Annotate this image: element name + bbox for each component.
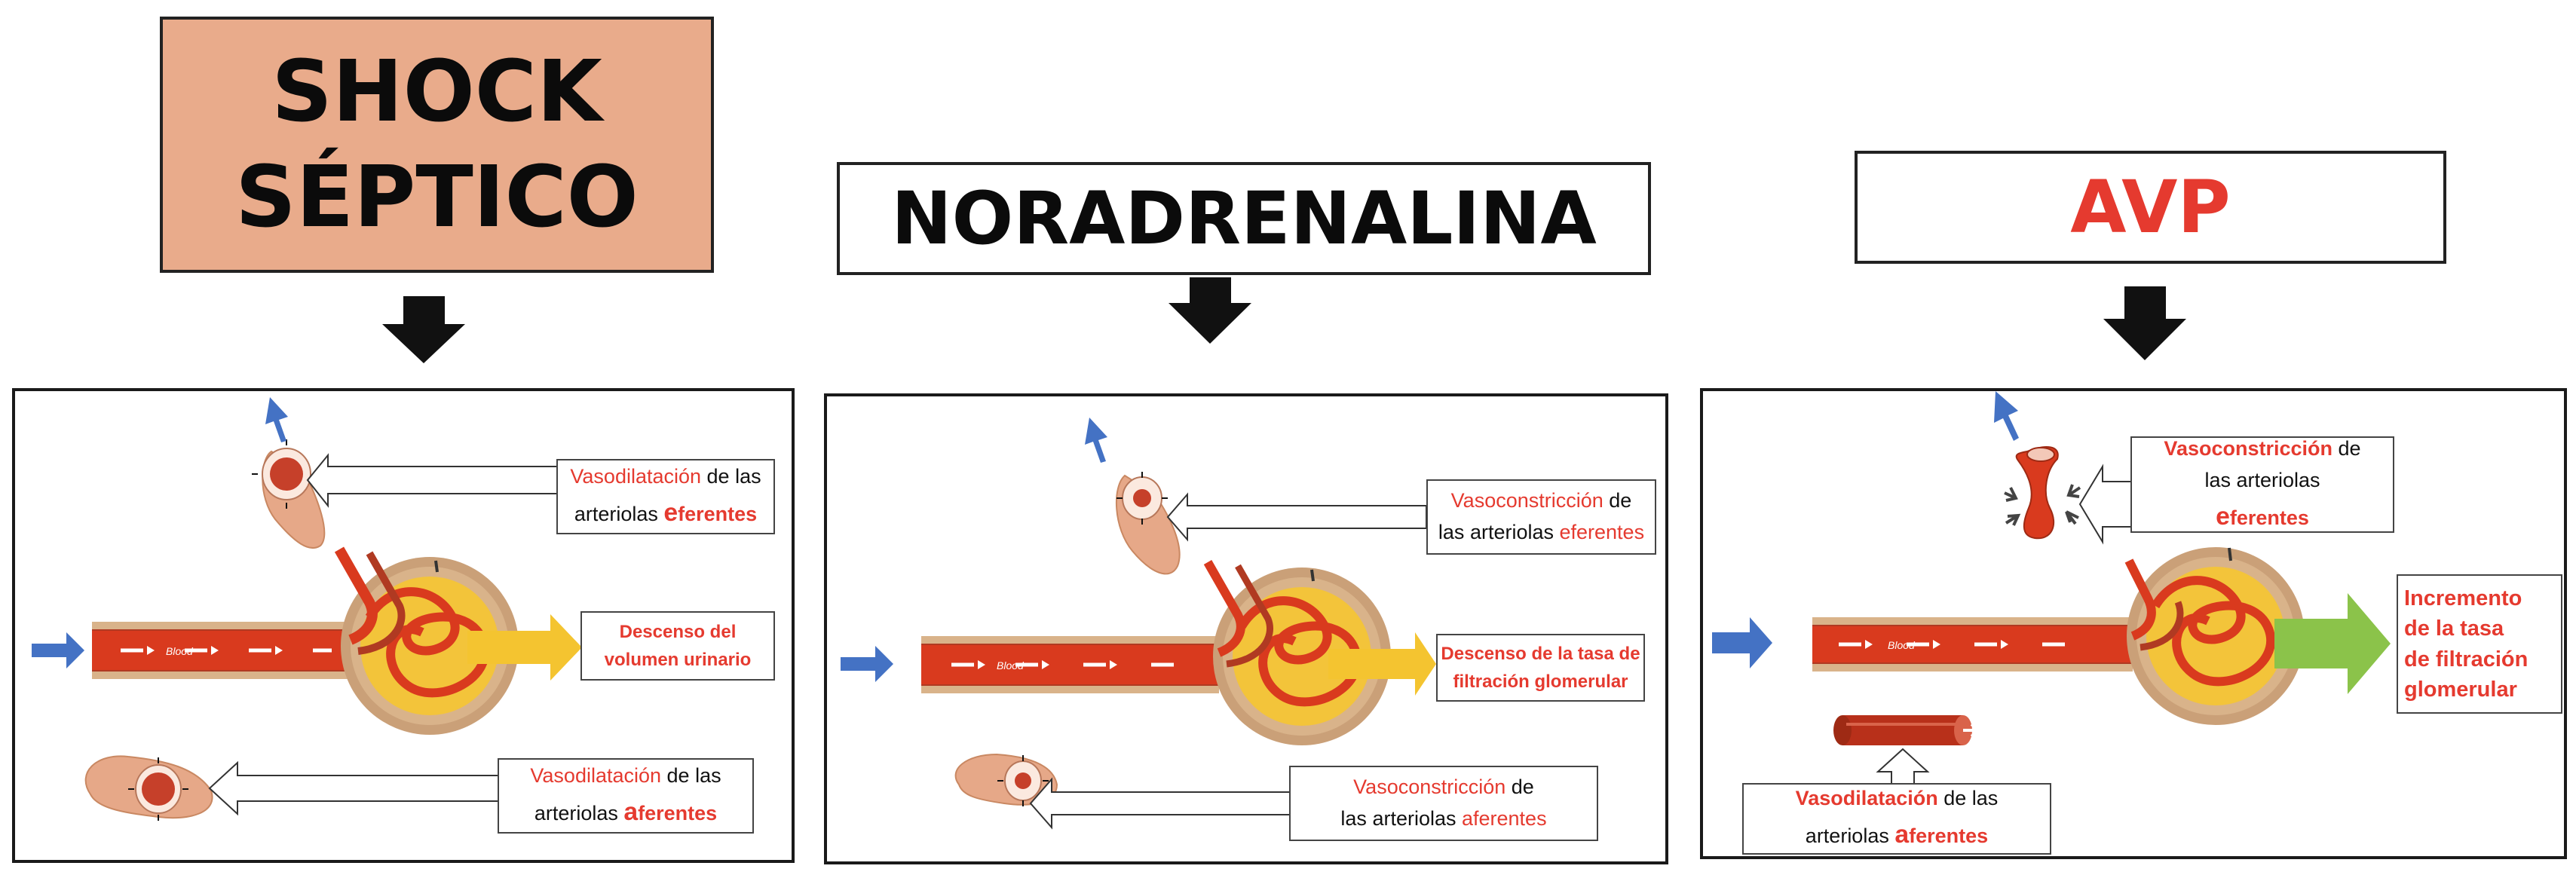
kidney-diagram: Blood — [1712, 391, 2391, 799]
kidney-diagram: Blood — [32, 397, 582, 821]
output-arrow-icon — [2274, 593, 2391, 694]
title-line-1: SHOCK — [271, 43, 602, 141]
efferent-arteriole-icon — [1115, 472, 1181, 575]
panel-shock-septico: Blood Vasodilatación de las — [12, 388, 795, 863]
efferent-arteriole-icon — [252, 439, 326, 549]
up-arrow-icon — [1994, 391, 2019, 441]
title-avp: AVP — [1855, 151, 2446, 264]
output-arrow-icon — [467, 614, 582, 681]
blood-flow-arrow-icon — [32, 632, 84, 668]
svg-text:Blood: Blood — [1888, 639, 1916, 651]
afferent-arteriole-icon — [84, 755, 213, 821]
up-arrow-icon — [265, 397, 288, 442]
down-arrow-icon — [2103, 286, 2186, 360]
svg-text:Blood: Blood — [166, 645, 194, 657]
title-noradrenalina: NORADRENALINA — [837, 162, 1651, 275]
panel-avp: Blood Vasoconstricción de — [1700, 388, 2567, 859]
output-arrow-icon — [1328, 632, 1436, 696]
pointer-arrow-icon — [208, 760, 502, 816]
blood-flow-arrow-icon — [841, 646, 893, 682]
blood-flow-arrow-icon — [1712, 617, 1772, 668]
down-arrow-icon — [1169, 277, 1251, 344]
constricted-arteriole-icon — [2004, 446, 2081, 540]
afferent-label: Vasodilatación de las arteriolas aferent… — [1742, 783, 2051, 855]
title-shock-septico: SHOCK SÉPTICO — [160, 17, 714, 273]
svg-text:Blood: Blood — [997, 659, 1025, 672]
kidney-diagram: Blood — [841, 418, 1436, 830]
afferent-label: Vasodilatación de las arteriolas aferent… — [498, 758, 754, 834]
pointer-arrow-icon — [1166, 492, 1427, 542]
dilated-arteriole-icon — [1833, 715, 1982, 745]
afferent-label: Vasoconstricción de las arteriolas afere… — [1289, 766, 1598, 841]
up-arrow-icon — [1085, 418, 1107, 463]
panel-noradrenalina: Blood Vasoconstricción de las arteriolas… — [824, 393, 1668, 864]
down-arrow-icon — [382, 296, 465, 363]
pointer-arrow-icon — [2078, 463, 2133, 545]
efferent-label: Vasodilatación de las arteriolas eferent… — [556, 459, 775, 534]
title-line-2: SÉPTICO — [235, 148, 639, 246]
outcome-label: Incremento de la tasa de filtración glom… — [2397, 574, 2562, 714]
pointer-arrow-icon — [1029, 777, 1291, 830]
efferent-label: Vasoconstricción de las arteriolas efere… — [2130, 436, 2394, 533]
afferent-arteriole-icon — [954, 753, 1058, 806]
efferent-label: Vasoconstricción de las arteriolas efere… — [1426, 479, 1656, 555]
pointer-arrow-icon — [306, 453, 559, 508]
